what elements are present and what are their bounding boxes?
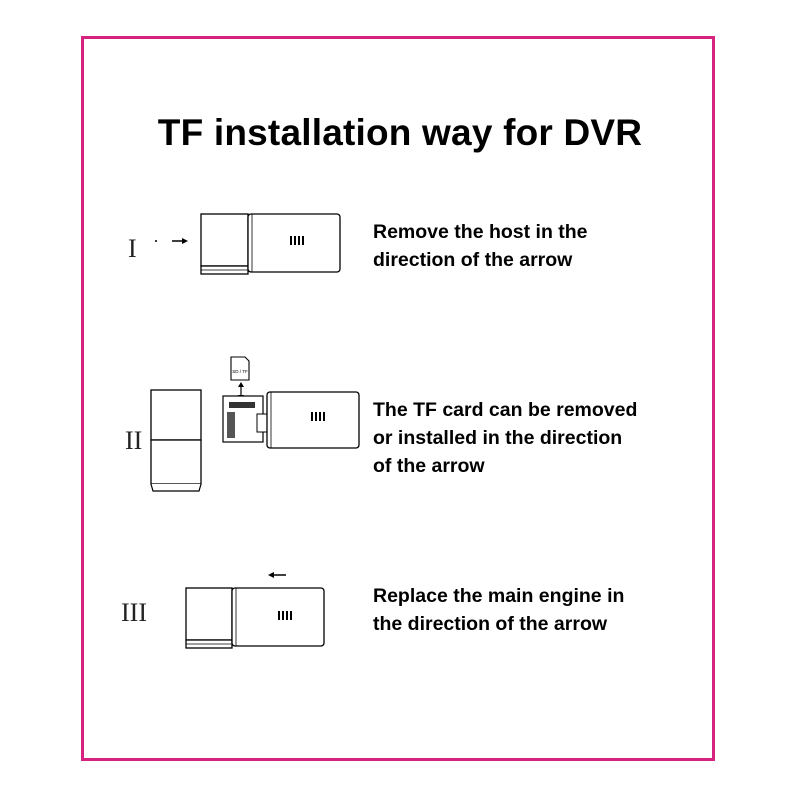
step-1-numeral: I (128, 234, 137, 263)
dvr-host (185, 587, 233, 649)
step-3-line-1: Replace the main engine in (373, 585, 625, 607)
arrow-right-icon (155, 238, 188, 244)
card-slot-module (222, 395, 268, 443)
arrow-left-icon (268, 572, 286, 578)
dvr-host (200, 213, 249, 275)
step-2-line-1: The TF card can be removed (373, 399, 638, 421)
step-1-illustration (155, 213, 341, 275)
page-title: TF installation way for DVR (157, 112, 643, 153)
step-1-text: Remove the host in the direction of the … (373, 218, 703, 274)
step-2-numeral: II (125, 426, 143, 455)
step-2-illustration: SD / TF (150, 356, 360, 492)
step-1-line-2: direction of the arrow (373, 249, 573, 271)
dvr-host-detached (150, 389, 202, 492)
step-1-line-1: Remove the host in the (373, 221, 588, 243)
step-2-line-2: or installed in the direction (373, 427, 623, 449)
step-3-line-2: the direction of the arrow (373, 613, 608, 635)
tf-card: SD / TF (230, 356, 250, 381)
dvr-body (231, 587, 325, 647)
step-2-line-3: of the arrow (373, 455, 485, 477)
step-3-numeral: III (121, 598, 147, 627)
step-3-illustration (185, 572, 325, 649)
card-label: SD / TF (232, 369, 248, 374)
step-2-text: The TF card can be removed or installed … (373, 396, 703, 480)
dvr-body (266, 391, 360, 449)
dvr-body (247, 213, 341, 273)
step-3-text: Replace the main engine in the direction… (373, 582, 703, 638)
